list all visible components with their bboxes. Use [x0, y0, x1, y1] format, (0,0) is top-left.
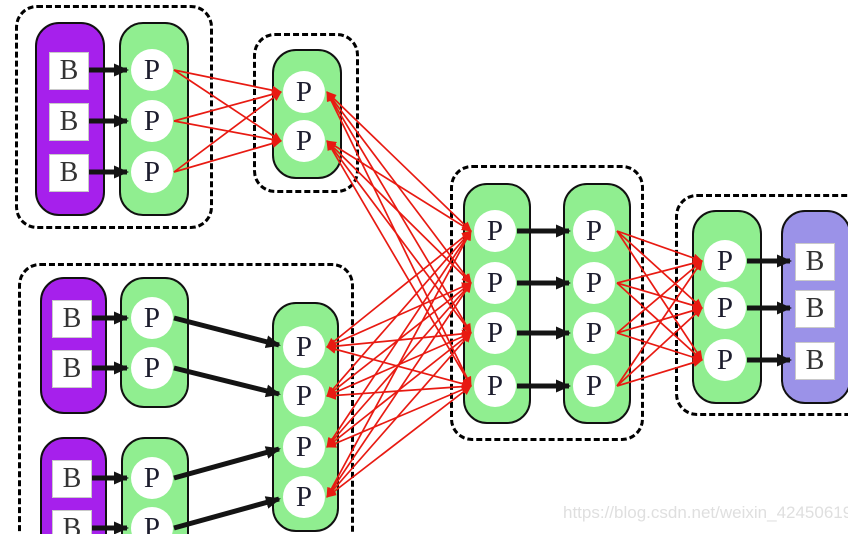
process-node: P — [573, 365, 615, 407]
process-node: P — [474, 365, 516, 407]
process-node: P — [573, 262, 615, 304]
process-node: P — [704, 240, 746, 282]
process-node: P — [283, 476, 325, 518]
process-node: P — [283, 375, 325, 417]
process-node: P — [573, 210, 615, 252]
buffer-node: B — [795, 290, 835, 328]
buffer-node: B — [49, 103, 89, 141]
buffer-container-bottom1 — [40, 277, 107, 414]
process-node: P — [131, 347, 173, 389]
process-node: P — [131, 297, 173, 339]
process-node: P — [474, 210, 516, 252]
buffer-node: B — [49, 52, 89, 90]
buffer-node: B — [52, 300, 92, 338]
process-node: P — [283, 326, 325, 368]
process-node: P — [573, 312, 615, 354]
process-node: P — [131, 507, 173, 534]
process-node: P — [474, 262, 516, 304]
buffer-node: B — [795, 243, 835, 281]
process-node: P — [131, 151, 173, 193]
buffer-node: B — [52, 510, 92, 534]
process-node: P — [283, 426, 325, 468]
buffer-node: B — [795, 342, 835, 380]
buffer-node: B — [49, 154, 89, 192]
buffer-node: B — [52, 460, 92, 498]
process-node: P — [283, 120, 325, 162]
process-node: P — [474, 312, 516, 354]
process-node: P — [131, 49, 173, 91]
process-node: P — [704, 339, 746, 381]
csdn-watermark: https://blog.csdn.net/weixin_42450619 — [563, 503, 848, 522]
process-node: P — [704, 287, 746, 329]
process-node: P — [283, 71, 325, 113]
buffer-node: B — [52, 350, 92, 388]
process-node: P — [131, 100, 173, 142]
process-node: P — [131, 457, 173, 499]
